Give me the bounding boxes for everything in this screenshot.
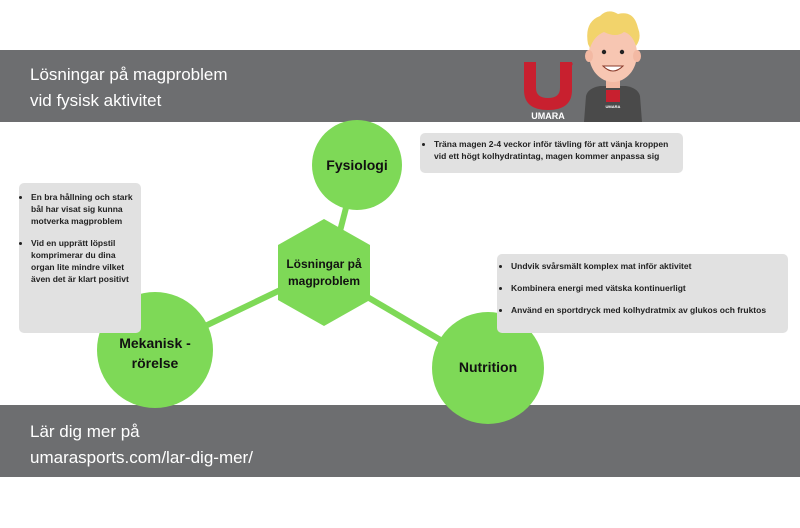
mekanisk-label-line-1: Mekanisk - bbox=[119, 335, 191, 351]
shirt-logo-mark bbox=[606, 90, 620, 102]
logo-u-mark bbox=[524, 62, 572, 110]
footer-line-2: umarasports.com/lar-dig-mer/ bbox=[30, 448, 253, 467]
fysiologi-node bbox=[312, 120, 402, 210]
mascot-ear-left bbox=[585, 50, 593, 62]
footer-text: Lär dig mer på umarasports.com/lar-dig-m… bbox=[30, 419, 253, 471]
nutrition-node bbox=[432, 312, 544, 424]
logo-dot bbox=[569, 62, 573, 66]
shirt-text: UMARA bbox=[606, 104, 621, 109]
note-item: Undvik svårsmält komplex mat inför aktiv… bbox=[511, 260, 782, 272]
mekanisk-label: Mekanisk - rörelse bbox=[97, 333, 213, 373]
mascot-shirt bbox=[584, 86, 642, 122]
footer-line-1: Lär dig mer på bbox=[30, 422, 140, 441]
mascot-smile bbox=[601, 65, 625, 72]
cartoon-person-icon: UMARA bbox=[584, 11, 642, 122]
center-hexagon bbox=[278, 219, 370, 326]
logo-text: UMARA bbox=[531, 111, 565, 120]
umara-logo: UMARA bbox=[524, 62, 573, 120]
header-band: Lösningar på magproblem vid fysisk aktiv… bbox=[0, 50, 800, 122]
title-line-2: vid fysisk aktivitet bbox=[30, 91, 162, 110]
title-line-1: Lösningar på magproblem bbox=[30, 65, 228, 84]
mekanisk-label-line-2: rörelse bbox=[131, 355, 179, 371]
page-title: Lösningar på magproblem vid fysisk aktiv… bbox=[30, 62, 228, 114]
mascot-hair bbox=[587, 11, 640, 48]
note-item: Använd en sportdryck med kolhydratmix av… bbox=[511, 304, 782, 316]
nutrition-note: Undvik svårsmält komplex mat inför aktiv… bbox=[497, 254, 788, 333]
footer-band: Lär dig mer på umarasports.com/lar-dig-m… bbox=[0, 405, 800, 477]
center-label-line-1: Lösningar på bbox=[286, 257, 362, 271]
center-label-line-2: magproblem bbox=[287, 274, 360, 288]
note-item: Kombinera energi med vätska kontinuerlig… bbox=[511, 282, 782, 294]
mascot-ear-right bbox=[633, 50, 641, 62]
note-item: Träna magen 2-4 veckor inför tävling för… bbox=[434, 138, 677, 162]
center-node-label: Lösningar på magproblem bbox=[278, 256, 370, 290]
mekanisk-note: En bra hållning och stark bål har visat … bbox=[19, 183, 141, 333]
fysiologi-note: Träna magen 2-4 veckor inför tävling för… bbox=[420, 133, 683, 173]
note-item: En bra hållning och stark bål har visat … bbox=[31, 191, 137, 227]
fysiologi-label: Fysiologi bbox=[326, 157, 388, 173]
note-item: Vid en upprätt löpstil komprimerar du di… bbox=[31, 237, 137, 285]
mascot-eye-left bbox=[601, 49, 607, 55]
mascot-eye-right bbox=[619, 49, 625, 55]
mascot-face bbox=[589, 26, 637, 82]
nutrition-label: Nutrition bbox=[458, 359, 518, 375]
